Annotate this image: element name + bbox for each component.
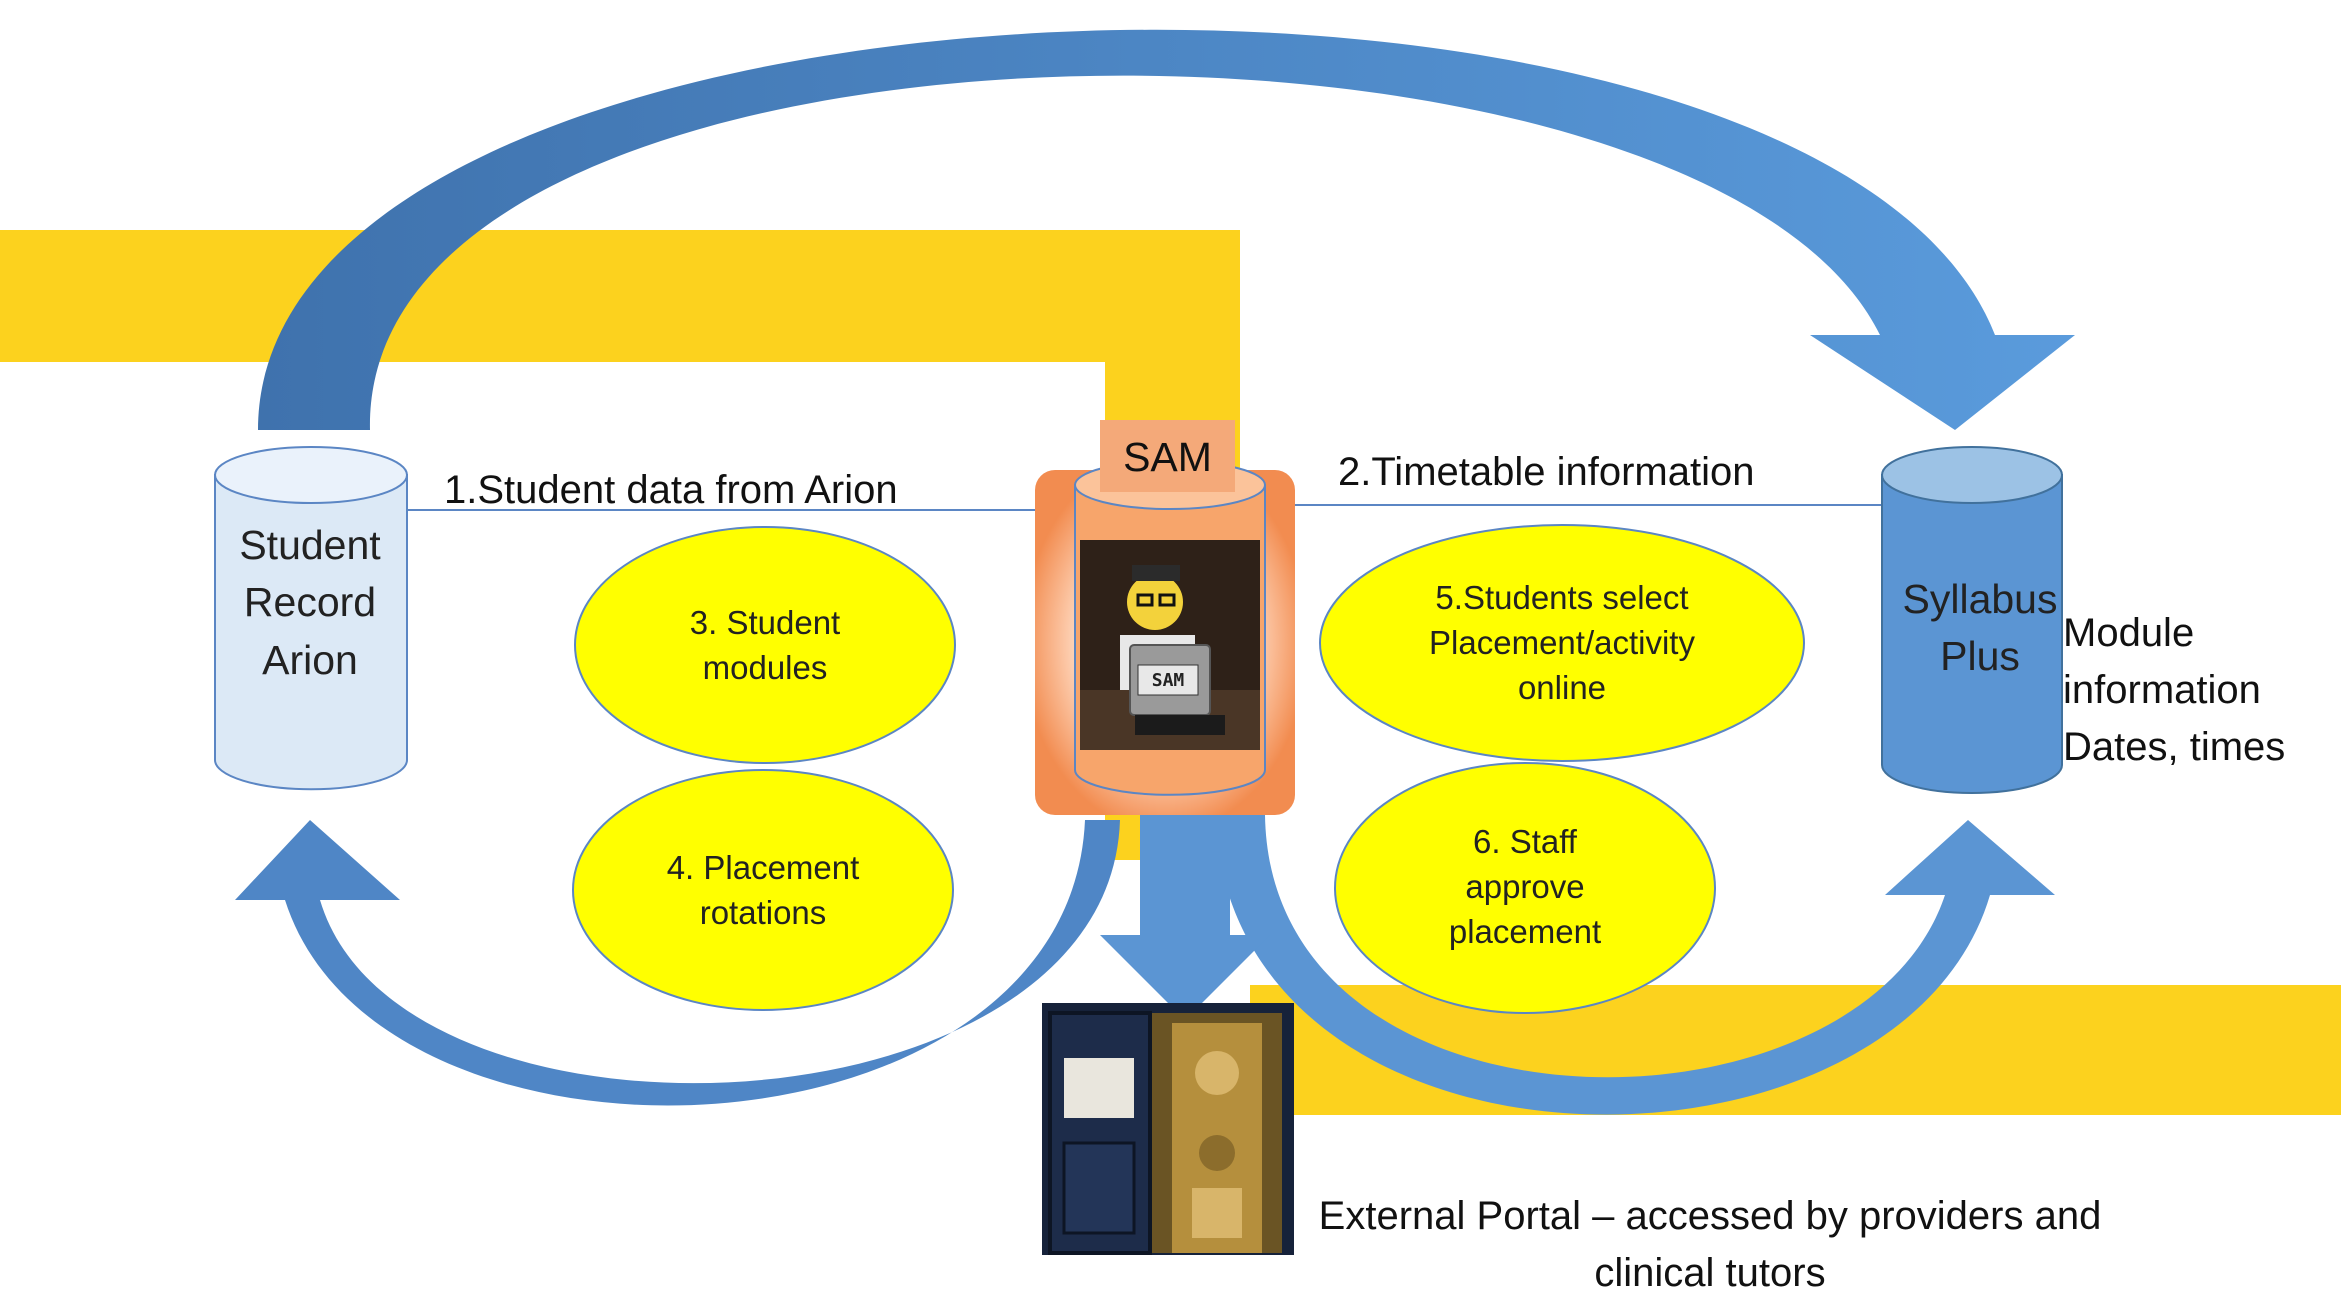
- timetable-label: 2.Timetable information: [1338, 450, 1755, 494]
- students-select-text: 5.Students select Placement/activity onl…: [1322, 576, 1802, 711]
- module-info-line-1: Module: [2063, 611, 2195, 655]
- staff-approve-line-1: 6. Staff: [1473, 823, 1577, 860]
- module-info-line-3: Dates, times: [2063, 724, 2286, 769]
- student-record-line-1: Student: [239, 522, 381, 568]
- student-record-cylinder: [214, 446, 408, 791]
- bottom-left-arrow: [235, 820, 1120, 1106]
- sam-badge-text: SAM: [1152, 670, 1185, 691]
- top-arc-arrow: [258, 29, 2075, 430]
- ellipse-students-select: [1319, 524, 1805, 762]
- down-arrow: [1100, 815, 1270, 1020]
- sam-tag-label: SAM: [1123, 434, 1212, 480]
- module-info-label: Module information Dates, times: [2063, 605, 2285, 775]
- bottom-right-arrow: [1215, 815, 2055, 1115]
- student-record-line-3: Arion: [262, 636, 358, 683]
- timetable-connector: [1267, 499, 1885, 511]
- placement-rotations-line-2: rotations: [699, 893, 827, 931]
- external-portal-line-2: clinical tutors: [1594, 1250, 1826, 1295]
- module-info-line-2: information: [2063, 667, 2261, 712]
- external-portal-line-1: External Portal – accessed by providers …: [1318, 1194, 2102, 1238]
- student-record-line-2: Record: [243, 579, 377, 626]
- placement-rotations-text: 4. Placement rotations: [573, 846, 953, 936]
- syllabus-plus-cylinder: [1881, 446, 2063, 794]
- students-select-line-3: online: [1517, 668, 1607, 706]
- syllabus-plus-line-1: Syllabus: [1902, 576, 2058, 622]
- sam-tag: [1100, 420, 1235, 492]
- students-select-line-2: Placement/activity: [1429, 623, 1695, 661]
- staff-approve-line-3: placement: [1448, 912, 1602, 950]
- staff-approve-text: 6. Staff approve placement: [1335, 820, 1715, 955]
- ellipse-staff-approve: [1334, 762, 1716, 1014]
- student-modules-text: 3. Student modules: [575, 601, 955, 691]
- ellipse-student-modules: [574, 526, 956, 764]
- student-data-label: 1.Student data from Arion: [444, 468, 898, 512]
- students-select-line-1: 5.Students select: [1435, 579, 1689, 616]
- placement-rotations-line-1: 4. Placement: [666, 849, 860, 886]
- sam-photo: SAM: [1080, 540, 1260, 750]
- syllabus-plus-line-2: Plus: [1940, 633, 2020, 680]
- staff-approve-line-2: approve: [1465, 867, 1585, 905]
- student-record-label: Student Record Arion: [205, 517, 415, 689]
- syllabus-plus-label: Syllabus Plus: [1880, 571, 2080, 686]
- ellipse-placement-rotations: [572, 769, 954, 1011]
- student-modules-line-2: modules: [702, 648, 828, 686]
- external-portal-photo: [1042, 1003, 1294, 1255]
- external-portal-label: External Portal – accessed by providers …: [1285, 1188, 2135, 1302]
- student-modules-line-1: 3. Student: [689, 604, 841, 641]
